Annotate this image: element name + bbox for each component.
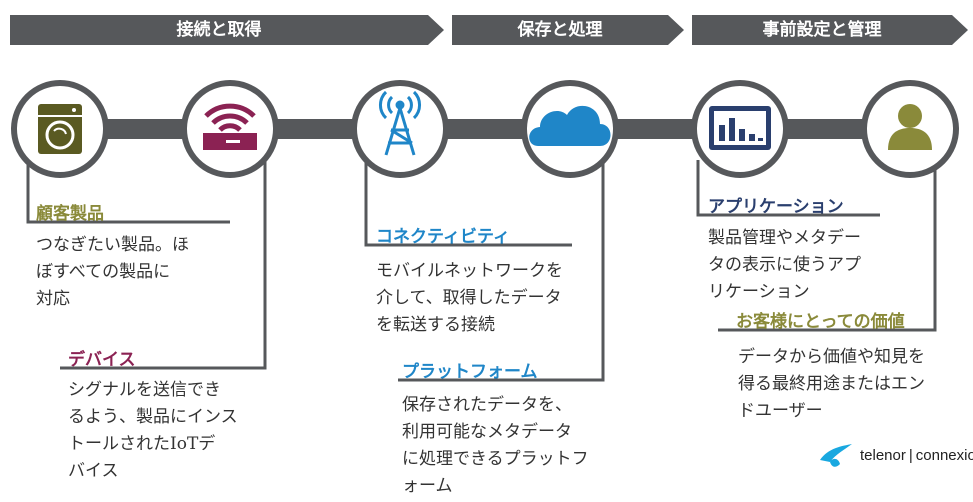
desc-connectivity: モバイルネットワークを 介して、取得したデータ を転送する接続 [376, 261, 563, 335]
phase-banner-3 [692, 15, 968, 45]
phase-banner-2 [452, 15, 684, 45]
bar-chart-monitor-icon [709, 106, 771, 150]
leader-line-4 [398, 160, 605, 382]
node-device [181, 80, 279, 178]
logo-divider: | [908, 446, 913, 464]
desc-customer-product: つなぎたい製品。ほ ぼすべての製品に 対応 [36, 235, 189, 309]
telenor-propeller-icon [820, 444, 852, 467]
cell-tower-icon [379, 90, 421, 156]
phase-label-manage: 事前設定と管理 [762, 20, 882, 40]
logo-brand: telenor [860, 446, 906, 464]
desc-customer-value: データから価値や知見を 得る最終用途またはエン ドユーザー [738, 347, 925, 421]
cloud-icon [529, 105, 611, 146]
heading-platform: プラットフォーム [402, 362, 538, 382]
heading-connectivity: コネクティビティ [376, 227, 510, 247]
phase-label-connect: 接続と取得 [176, 20, 262, 40]
logo-partner: connexion [915, 446, 973, 464]
node-platform [521, 80, 619, 178]
washing-machine-icon [38, 104, 82, 154]
node-customer-product [11, 80, 109, 178]
desc-platform: 保存されたデータを、 利用可能なメタデータ に処理できるプラットフ ォーム [402, 395, 589, 496]
heading-device: デバイス [68, 350, 136, 370]
node-connectivity [351, 80, 449, 178]
heading-customer-product: 顧客製品 [36, 204, 104, 224]
leader-line-2 [60, 160, 267, 370]
node-customer-value [861, 80, 959, 178]
desc-application: 製品管理やメタデー タの表示に使うアプ リケーション [708, 228, 861, 302]
phase-banner-1 [10, 15, 444, 45]
phase-label-store: 保存と処理 [517, 20, 603, 40]
node-application [691, 80, 789, 178]
leader-line-6 [718, 160, 937, 332]
heading-application: アプリケーション [708, 197, 844, 217]
heading-customer-value: お客様にとっての価値 [736, 312, 905, 332]
user-icon [888, 104, 932, 150]
telenor-connexion-logo: telenor | connexion [818, 440, 973, 470]
leader-line-5 [696, 160, 880, 217]
desc-device: シグナルを送信でき るよう、製品にインス トールされたIoTデ バイス [68, 380, 238, 481]
leader-line-3 [364, 160, 572, 247]
leader-line-1 [26, 160, 230, 224]
router-icon [203, 103, 257, 150]
